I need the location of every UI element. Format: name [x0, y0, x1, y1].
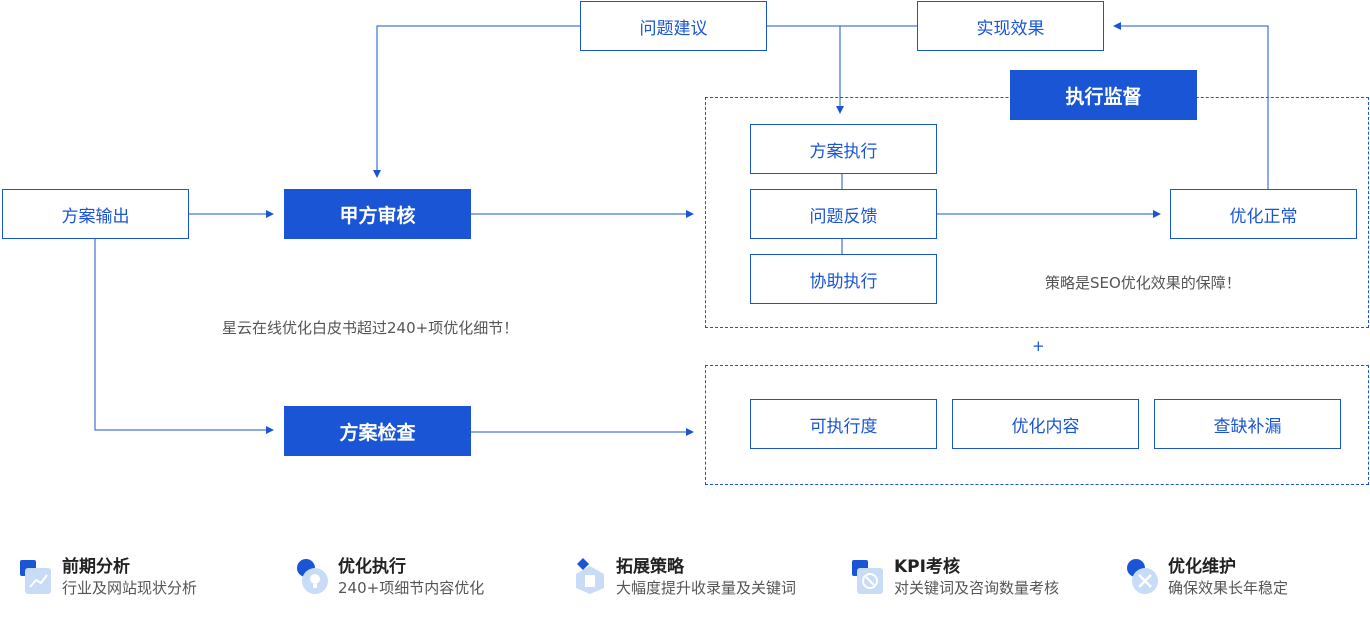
wrench-icon [1127, 559, 1158, 594]
feature-item: 优化维护 确保效果长年稳定 [1126, 550, 1366, 600]
feature-item: 优化执行 240+项细节内容优化 [296, 550, 536, 600]
feature-title: 优化执行 [338, 557, 406, 577]
plus-sign: + [1032, 337, 1045, 355]
node-assist-execution: 协助执行 [750, 254, 937, 304]
node-optimize-content: 优化内容 [952, 399, 1139, 449]
node-executability: 可执行度 [750, 399, 937, 449]
node-execution-supervision: 执行监督 [1010, 70, 1197, 120]
node-achieve-effect: 实现效果 [917, 1, 1104, 51]
whitepaper-note: 星云在线优化白皮书超过240+项优化细节！ [222, 319, 519, 337]
document-icon [576, 558, 604, 594]
guarantee-note: 策略是SEO优化效果的保障！ [1045, 274, 1241, 292]
feature-title: 前期分析 [62, 557, 130, 577]
feature-title: 优化维护 [1168, 557, 1236, 577]
node-client-review: 甲方审核 [284, 189, 471, 239]
node-issue-suggestion: 问题建议 [580, 1, 767, 51]
lightbulb-icon [297, 559, 328, 594]
feature-title: 拓展策略 [616, 557, 684, 577]
compass-icon [852, 560, 883, 594]
feature-desc: 行业及网站现状分析 [62, 579, 198, 597]
node-issue-feedback: 问题反馈 [750, 189, 937, 239]
node-scheme-execution: 方案执行 [750, 124, 937, 174]
node-scheme-check: 方案检查 [284, 406, 471, 456]
feature-desc: 240+项细节内容优化 [338, 579, 485, 597]
node-optimize-normal: 优化正常 [1170, 189, 1357, 239]
node-scheme-output: 方案输出 [2, 189, 189, 239]
feature-item: KPI考核 对关键词及咨询数量考核 [852, 550, 1112, 600]
check-area [705, 365, 1369, 485]
chart-icon [20, 560, 51, 594]
feature-item: 前期分析 行业及网站现状分析 [20, 550, 260, 600]
feature-desc: 大幅度提升收录量及关键词 [616, 579, 797, 597]
feature-title: KPI考核 [894, 557, 960, 577]
feature-item: 拓展策略 大幅度提升收录量及关键词 [574, 550, 834, 600]
feature-desc: 对关键词及咨询数量考核 [894, 579, 1060, 597]
node-fill-gaps: 查缺补漏 [1154, 399, 1341, 449]
feature-desc: 确保效果长年稳定 [1168, 579, 1289, 597]
